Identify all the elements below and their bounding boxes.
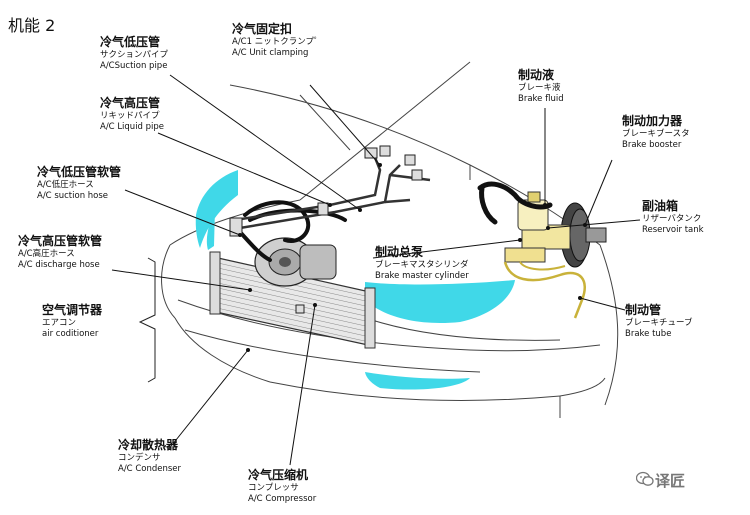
label-suction-hose: 冷气低压管软管 A/C低圧ホース A/C suction hose xyxy=(37,165,121,201)
label-clamping: 冷气固定扣 A/C1 ニットクランプ゜ A/C Unit clamping xyxy=(232,22,322,58)
label-master-cylinder-zh: 制动总泵 xyxy=(375,245,424,259)
label-suction-hose-zh: 冷气低压管软管 xyxy=(37,165,122,179)
label-brake-fluid-jp: ブレーキ液 xyxy=(518,83,561,93)
label-discharge-hose-zh: 冷气高压管软管 xyxy=(18,234,103,248)
leader-clamping xyxy=(309,84,381,166)
label-reservoir-tank-zh: 副油箱 xyxy=(642,199,679,213)
highlight-regions xyxy=(195,170,515,390)
label-suction-pipe: 冷气低压管 サクションパイプ A/CSuction pipe xyxy=(100,35,168,71)
watermark-text: 译匠 xyxy=(655,472,686,490)
label-master-cylinder: 制动总泵 ブレーキマスタシリンダ Brake master cylinder xyxy=(375,245,469,281)
ac-group-bracket xyxy=(138,257,156,383)
leader-dots xyxy=(238,163,587,352)
label-suction-hose-jp: A/C低圧ホース xyxy=(37,180,94,190)
label-brake-booster-zh: 制动加力器 xyxy=(622,114,683,128)
leader-liquid-pipe xyxy=(157,132,331,206)
leader-lines xyxy=(111,74,641,466)
left-inner-highlight xyxy=(206,208,215,250)
label-suction-pipe-en: A/CSuction pipe xyxy=(100,60,168,71)
label-suction-pipe-jp: サクションパイプ xyxy=(100,50,169,60)
label-suction-hose-en: A/C suction hose xyxy=(37,190,109,201)
leader-reservoir xyxy=(547,219,641,229)
leader-compressor xyxy=(289,304,316,466)
label-discharge-hose-en: A/C discharge hose xyxy=(18,259,100,270)
page-title: 机能 2 xyxy=(8,16,56,35)
label-suction-pipe-zh: 冷气低压管 xyxy=(100,35,161,49)
label-compressor: 冷气压缩机 コンプレッサ A/C Compressor xyxy=(248,468,316,504)
leader-brake-booster xyxy=(584,159,613,226)
compressor-unit xyxy=(254,237,337,287)
label-liquid-pipe-jp: リキッドパイプ xyxy=(100,111,160,121)
label-condenser: 冷却散热器 コンデンサ A/C Condenser xyxy=(118,438,181,474)
label-air-conditioner: 空气调节器 エアコン air coditioner xyxy=(42,303,102,339)
leader-master-cylinder xyxy=(372,239,521,259)
label-air-conditioner-zh: 空气调节器 xyxy=(42,303,103,317)
label-compressor-jp: コンプレッサ xyxy=(248,483,299,493)
wechat-icon xyxy=(636,471,654,486)
brake-system xyxy=(477,181,607,319)
label-master-cylinder-jp: ブレーキマスタシリンダ xyxy=(375,260,469,270)
label-discharge-hose-jp: A/C高圧ホース xyxy=(18,249,75,259)
ac-pipes xyxy=(234,149,431,230)
leader-brake-tube xyxy=(579,297,626,311)
label-liquid-pipe: 冷气高压管 リキッドパイプ A/C Liquid pipe xyxy=(100,96,164,132)
leader-discharge-hose xyxy=(111,269,251,291)
label-brake-fluid-zh: 制动液 xyxy=(518,68,555,82)
label-liquid-pipe-zh: 冷气高压管 xyxy=(100,96,161,110)
pipe-clamps xyxy=(229,145,423,314)
label-reservoir-tank-en: Reservoir tank xyxy=(642,224,704,235)
label-reservoir-tank: 副油箱 リザーバタンク Reservoir tank xyxy=(642,199,704,235)
label-brake-tube-jp: ブレーキチューブ xyxy=(625,318,693,328)
left-headlight-highlight xyxy=(195,170,238,248)
label-brake-fluid: 制动液 ブレーキ液 Brake fluid xyxy=(518,68,564,104)
label-clamping-zh: 冷气固定扣 xyxy=(232,22,293,36)
right-headlight-highlight xyxy=(365,280,515,324)
label-condenser-jp: コンデンサ xyxy=(118,453,161,463)
label-compressor-en: A/C Compressor xyxy=(248,493,317,504)
label-brake-booster: 制动加力器 ブレーキブースタ Brake booster xyxy=(622,114,690,150)
label-master-cylinder-en: Brake master cylinder xyxy=(375,270,469,281)
label-brake-fluid-en: Brake fluid xyxy=(518,93,564,104)
label-clamping-jp: A/C1 ニットクランプ゜ xyxy=(232,37,323,47)
label-brake-booster-jp: ブレーキブースタ xyxy=(622,129,690,139)
leader-suction-hose xyxy=(124,189,241,236)
label-brake-tube-en: Brake tube xyxy=(625,328,672,339)
car-body-outline xyxy=(161,61,619,418)
label-brake-booster-en: Brake booster xyxy=(622,139,682,150)
label-air-conditioner-jp: エアコン xyxy=(42,318,77,328)
label-clamping-en: A/C Unit clamping xyxy=(232,47,309,58)
leader-suction-pipe xyxy=(169,74,361,211)
label-compressor-zh: 冷气压缩机 xyxy=(248,468,309,482)
label-brake-tube-zh: 制动管 xyxy=(625,303,662,317)
label-condenser-zh: 冷却散热器 xyxy=(118,438,179,452)
label-reservoir-tank-jp: リザーバタンク xyxy=(642,214,702,224)
label-condenser-en: A/C Condenser xyxy=(118,463,182,474)
label-brake-tube: 制动管 ブレーキチューブ Brake tube xyxy=(625,303,693,339)
label-discharge-hose: 冷气高压管软管 A/C高圧ホース A/C discharge hose xyxy=(18,234,102,270)
leader-condenser xyxy=(167,349,249,451)
label-liquid-pipe-en: A/C Liquid pipe xyxy=(100,121,165,132)
label-air-conditioner-en: air coditioner xyxy=(42,328,99,339)
fog-light-highlight xyxy=(365,372,470,390)
